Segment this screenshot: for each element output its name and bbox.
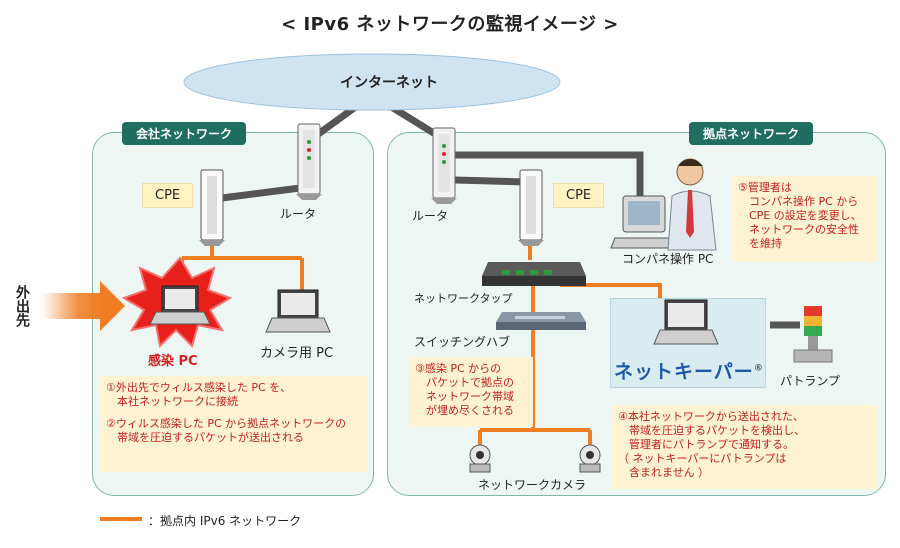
branch-router-label: ルータ [412,209,449,223]
patlamp-label: パトランプ [780,374,841,388]
network-camera-icon [469,444,491,473]
outside-label: 外出先 [14,285,30,327]
switching-hub-label: スイッチングハブ [414,335,511,349]
note-line: コンパネ操作 PC から [738,195,859,208]
network-tap-icon [482,262,586,286]
outside-arrow [42,281,125,331]
patlamp-icon [793,306,833,363]
net-keeper-label: ネットキーパー® [614,357,764,384]
branch-network-label: 拠点ネットワーク [689,122,814,145]
company-cpe-icon [199,169,225,246]
control-pc-label: コンパネ操作 PC [622,252,714,266]
note-3: ③感染 PC からの パケットで拠点の ネットワーク帯域 が埋め尽くされる [409,357,533,427]
camera-pc-label: カメラ用 PC [260,346,334,361]
administrator-icon [667,158,717,251]
note-line: （ ネットキーパーにパトランプは [618,452,787,465]
ipv6-links [100,238,662,521]
control-pc-icon [610,195,677,249]
company-router-label: ルータ [280,207,317,221]
note-line: パケットで拠点の [415,376,514,389]
company-cpe-label: CPE [142,183,194,208]
branch-cpe-icon [518,169,544,246]
network-tap-label: ネットワークタップ [414,292,513,305]
note-line: ⑤管理者は [738,181,792,194]
note-line: 管理者にパトランプで通知する。 [618,438,794,451]
note-line: ネットワークの安全性 [738,223,859,236]
page-title: < IPv6 ネットワークの監視イメージ > [281,14,619,35]
legend-label: ：拠点内 IPv6 ネットワーク [148,514,302,528]
note-line: ①外出先でウィルス感染した PC を、 [106,381,292,394]
company-network-label: 会社ネットワーク [122,122,247,145]
network-camera-icon [579,444,601,473]
note-line: が埋め尽くされる [415,404,514,417]
branch-router-icon [431,127,457,204]
note-line: ④本社ネットワークから送出された、 [618,410,804,423]
note-line: 本社ネットワークに接続 [106,395,238,408]
branch-cpe-label: CPE [553,183,605,208]
company-note: ①外出先でウィルス感染した PC を、 本社ネットワークに接続 ②ウィルス感染し… [100,376,368,472]
company-router-icon [296,123,322,200]
note-line: 帯域を圧迫するパケットを検出し、 [618,424,805,437]
note-line: ③感染 PC からの [415,362,502,375]
note-5: ⑤管理者は コンパネ操作 PC から CPE の設定を変更し、 ネットワークの安… [732,176,878,262]
note-line: 含まれません ） [618,466,710,479]
infected-laptop-icon [149,285,211,325]
note-line: 帯域を圧迫するパケットが送出される [106,431,304,444]
infected-pc-label: 感染 PC [148,354,198,369]
internet-label: インターネット [340,75,438,91]
note-line: を維持 [738,237,782,250]
network-camera-label: ネットワークカメラ [478,478,587,492]
note-line: CPE の設定を変更し、 [738,209,862,222]
registered-mark: ® [753,363,764,374]
note-4: ④本社ネットワークから送出された、 帯域を圧迫するパケットを検出し、 管理者にパ… [612,405,878,489]
switching-hub-icon [496,312,586,330]
note-line: ②ウィルス感染した PC から拠点ネットワークの [106,417,347,430]
keeper-laptop-icon [653,299,719,345]
note-line: ネットワーク帯域 [415,390,514,403]
net-keeper-name: ネットキーパー [614,361,754,383]
camera-laptop-icon [265,289,331,333]
internet-cloud [183,53,561,111]
